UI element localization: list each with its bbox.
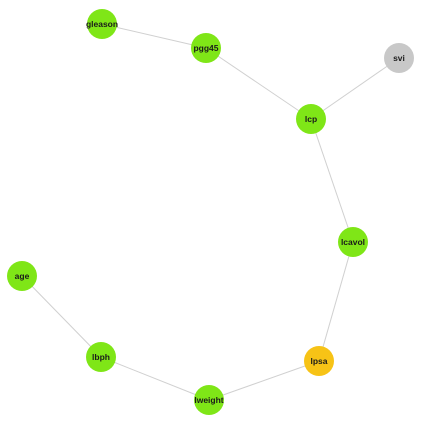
node-svi[interactable]: svi [384, 43, 414, 73]
node-circle-lbph[interactable] [86, 342, 116, 372]
node-label-svi: svi [393, 53, 405, 63]
node-circle-pgg45[interactable] [191, 33, 221, 63]
node-circle-gleason[interactable] [87, 9, 117, 39]
edge-gleason-pgg45 [101, 23, 207, 49]
edge-lbph-age [21, 275, 102, 358]
node-gleason[interactable]: gleason [86, 9, 118, 39]
node-circle-age[interactable] [7, 261, 37, 291]
node-label-lpsa: lpsa [310, 356, 327, 366]
node-circle-lpsa[interactable] [304, 346, 334, 376]
edge-svi-lcp [310, 57, 400, 120]
node-lbph[interactable]: lbph [86, 342, 116, 372]
node-label-lcp: lcp [305, 114, 317, 124]
edge-lweight-lbph [100, 356, 210, 401]
node-age[interactable]: age [7, 261, 37, 291]
node-label-lbph: lbph [92, 352, 110, 362]
node-label-age: age [15, 271, 30, 281]
node-label-lweight: lweight [194, 395, 223, 405]
edge-lcp-lcavol [310, 118, 354, 243]
node-label-lcavol: lcavol [341, 237, 365, 247]
node-circle-svi[interactable] [384, 43, 414, 73]
node-lpsa[interactable]: lpsa [304, 346, 334, 376]
edges-layer [21, 23, 400, 401]
nodes-layer: gleason pgg45 svi lcp lcavol age lbph lpsa lweig… [7, 9, 414, 415]
edge-lpsa-lweight [208, 360, 320, 401]
edge-pgg45-lcp [205, 47, 312, 120]
node-pgg45[interactable]: pgg45 [191, 33, 221, 63]
node-lcavol[interactable]: lcavol [338, 227, 368, 257]
node-label-gleason: gleason [86, 19, 118, 29]
node-lweight[interactable]: lweight [194, 385, 224, 415]
edge-lcavol-lpsa [318, 241, 354, 362]
node-lcp[interactable]: lcp [296, 104, 326, 134]
node-label-pgg45: pgg45 [193, 43, 218, 53]
node-circle-lweight[interactable] [194, 385, 224, 415]
node-circle-lcp[interactable] [296, 104, 326, 134]
node-circle-lcavol[interactable] [338, 227, 368, 257]
